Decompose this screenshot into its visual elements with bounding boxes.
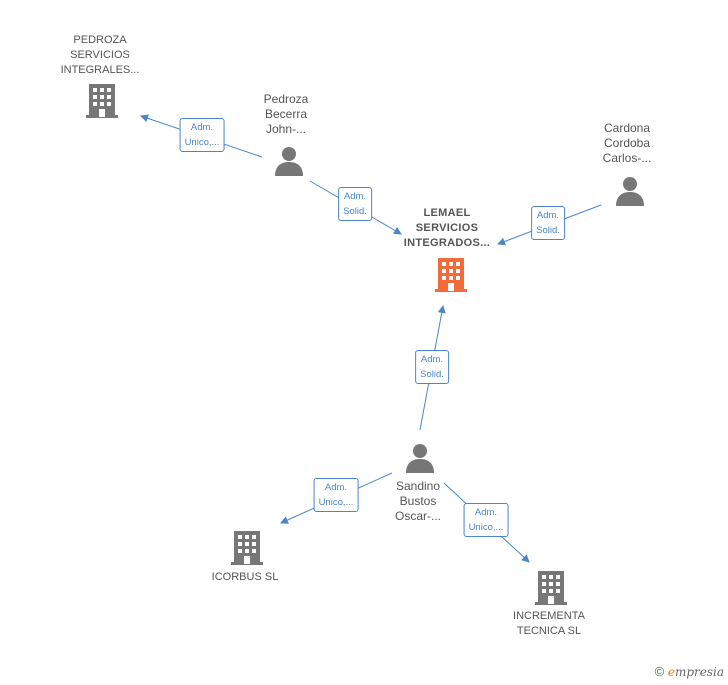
- relation-label[interactable]: Adm.Solid.: [415, 350, 449, 384]
- node-label-pedroza-becerra[interactable]: Pedroza Becerra John-...: [263, 92, 309, 136]
- relation-label[interactable]: Adm.Unico,...: [463, 503, 509, 537]
- relation-label[interactable]: Adm.Unico,...: [179, 118, 225, 152]
- relation-label[interactable]: Adm.Solid.: [531, 206, 565, 240]
- building-icon-highlight[interactable]: [435, 258, 467, 292]
- footer-brand: © empresia: [655, 664, 724, 679]
- node-label-lemael[interactable]: LEMAEL SERVICIOS INTEGRADOS...: [403, 207, 491, 249]
- brand-logo: empresia: [667, 665, 724, 679]
- person-icon[interactable]: [405, 443, 435, 473]
- copyright-icon: ©: [654, 664, 665, 679]
- node-label-sandino-bustos[interactable]: Sandino Bustos Oscar-...: [394, 479, 442, 523]
- building-icon[interactable]: [535, 571, 567, 605]
- node-label-icorbus[interactable]: ICORBUS SL: [211, 571, 279, 583]
- node-label-pedroza-servicios[interactable]: PEDROZA SERVICIOS INTEGRALES...: [60, 34, 140, 76]
- building-icon[interactable]: [86, 84, 118, 118]
- node-label-cardona-cordoba[interactable]: Cardona Cordoba Carlos-...: [602, 121, 652, 165]
- relation-label[interactable]: Adm.Unico,...: [313, 478, 359, 512]
- person-icon[interactable]: [274, 146, 304, 176]
- relation-label[interactable]: Adm.Solid.: [338, 187, 372, 221]
- node-label-incrementa[interactable]: INCREMENTA TECNICA SL: [513, 610, 585, 637]
- person-icon[interactable]: [615, 176, 645, 206]
- building-icon[interactable]: [231, 531, 263, 565]
